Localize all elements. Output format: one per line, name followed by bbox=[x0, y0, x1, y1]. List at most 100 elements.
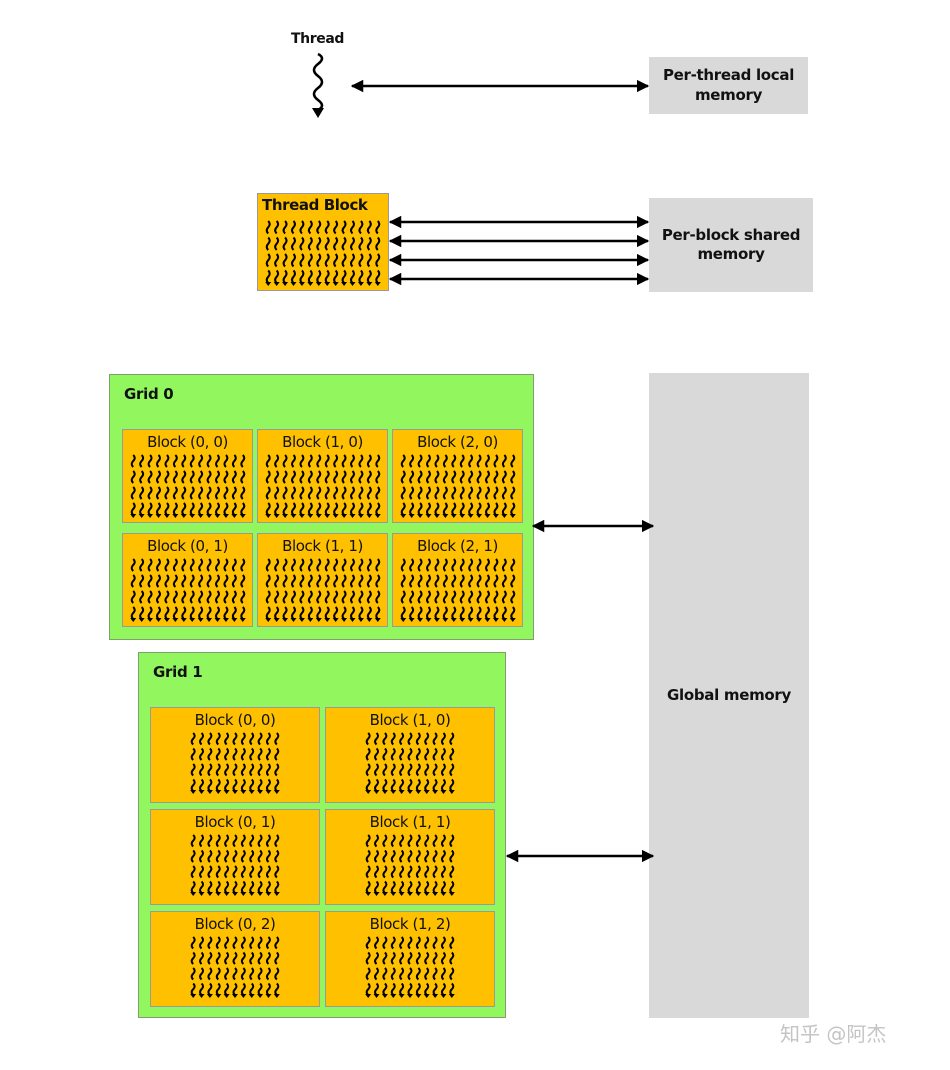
thread-squiggle bbox=[374, 502, 380, 516]
thread-squiggle bbox=[449, 967, 455, 981]
thread-squiggle bbox=[324, 454, 330, 468]
thread-squiggle bbox=[390, 747, 396, 761]
thread-squiggle bbox=[240, 732, 246, 746]
thread-squiggle bbox=[432, 880, 438, 894]
thread-squiggle bbox=[222, 606, 228, 620]
thread-arrowhead bbox=[197, 514, 204, 518]
thread-squiggle bbox=[273, 606, 279, 620]
thread-squiggle bbox=[274, 763, 280, 777]
thread-squiggle bbox=[199, 951, 205, 965]
thread-squiggle bbox=[172, 558, 178, 572]
thread-squiggle bbox=[197, 574, 203, 588]
thread-squiggle bbox=[459, 486, 465, 500]
thread-squiggle bbox=[199, 936, 205, 950]
thread-squiggle bbox=[307, 574, 313, 588]
thread-arrowhead bbox=[415, 892, 422, 896]
thread-squiggle bbox=[307, 236, 313, 251]
thread-squiggle bbox=[282, 454, 288, 468]
thread-squiggle bbox=[366, 269, 372, 284]
thread-squiggle bbox=[240, 778, 246, 792]
thread-squiggle bbox=[315, 558, 321, 572]
thread-arrowhead bbox=[223, 790, 230, 794]
thread-squiggle bbox=[459, 558, 465, 572]
block: Block (1, 0) bbox=[257, 429, 388, 523]
thread-squiggle bbox=[249, 936, 255, 950]
thread-squiggle bbox=[249, 834, 255, 848]
thread-squiggle bbox=[407, 865, 413, 879]
thread-squiggle bbox=[206, 558, 212, 572]
thread-arrowhead bbox=[408, 514, 415, 518]
thread-arrowhead bbox=[315, 282, 322, 286]
thread-squiggle bbox=[449, 747, 455, 761]
thread-squiggle bbox=[399, 967, 405, 981]
thread-squiggle bbox=[509, 574, 515, 588]
thread-arrowhead bbox=[146, 618, 153, 622]
thread-arrowhead bbox=[129, 618, 136, 622]
thread-squiggle bbox=[467, 502, 473, 516]
thread-squiggle bbox=[273, 454, 279, 468]
thread-squiggle bbox=[366, 236, 372, 251]
thread-arrowhead bbox=[190, 892, 197, 896]
thread-arrowhead bbox=[332, 618, 339, 622]
thread-squiggle bbox=[440, 778, 446, 792]
thread-squiggle bbox=[407, 778, 413, 792]
thread-squiggle bbox=[298, 574, 304, 588]
thread-squiggle bbox=[138, 486, 144, 500]
thread-squiggle-icon bbox=[312, 52, 324, 118]
thread-squiggle bbox=[365, 865, 371, 879]
thread-squiggle bbox=[484, 454, 490, 468]
thread-squiggle bbox=[232, 880, 238, 894]
thread-squiggle bbox=[374, 967, 380, 981]
thread-squiggle bbox=[509, 558, 515, 572]
thread-arrowhead bbox=[432, 790, 439, 794]
thread-squiggle bbox=[424, 982, 430, 996]
thread-squiggle bbox=[240, 967, 246, 981]
thread-block: Thread Block bbox=[257, 193, 389, 291]
thread-squiggle bbox=[239, 574, 245, 588]
thread-squiggle bbox=[163, 558, 169, 572]
thread-squiggle bbox=[265, 936, 271, 950]
thread-squiggle bbox=[476, 486, 482, 500]
thread-squiggle bbox=[440, 849, 446, 863]
block-label: Block (1, 1) bbox=[282, 537, 363, 555]
thread-arrowhead bbox=[298, 514, 305, 518]
thread-squiggle bbox=[249, 865, 255, 879]
thread-squiggle bbox=[224, 936, 230, 950]
thread-arrowhead bbox=[265, 282, 272, 286]
thread-squiggle bbox=[222, 470, 228, 484]
thread-squiggle bbox=[307, 470, 313, 484]
thread-arrowhead bbox=[357, 514, 364, 518]
thread-squiggle bbox=[282, 220, 288, 235]
thread-squiggle bbox=[215, 849, 221, 863]
thread-arrowhead bbox=[190, 790, 197, 794]
thread-squiggle bbox=[449, 778, 455, 792]
thread-squiggle bbox=[274, 834, 280, 848]
thread-arrowhead bbox=[357, 282, 364, 286]
thread-squiggle bbox=[484, 486, 490, 500]
thread-arrowhead bbox=[390, 892, 397, 896]
thread-squiggle bbox=[382, 834, 388, 848]
thread-squiggle bbox=[232, 763, 238, 777]
thread-squiggle bbox=[147, 486, 153, 500]
thread-squiggle bbox=[315, 486, 321, 500]
thread-arrowhead bbox=[390, 994, 397, 998]
thread-squiggle bbox=[274, 951, 280, 965]
thread-squiggle bbox=[407, 951, 413, 965]
thread-squiggle bbox=[206, 470, 212, 484]
thread-squiggle bbox=[440, 763, 446, 777]
thread-squiggle bbox=[382, 936, 388, 950]
thread-squiggle bbox=[433, 590, 439, 604]
thread-squiggle bbox=[509, 454, 515, 468]
thread-arrowhead bbox=[416, 514, 423, 518]
thread-squiggle bbox=[155, 454, 161, 468]
thread-squiggle bbox=[224, 880, 230, 894]
thread-arrowhead bbox=[492, 514, 499, 518]
thread-squiggle bbox=[232, 747, 238, 761]
thread-arrowhead bbox=[432, 892, 439, 896]
thread-squiggle bbox=[249, 880, 255, 894]
thread-squiggle bbox=[407, 747, 413, 761]
thread-arrowhead bbox=[248, 892, 255, 896]
thread-squiggle bbox=[257, 732, 263, 746]
thread-squiggle bbox=[290, 574, 296, 588]
thread-squiggle bbox=[265, 951, 271, 965]
